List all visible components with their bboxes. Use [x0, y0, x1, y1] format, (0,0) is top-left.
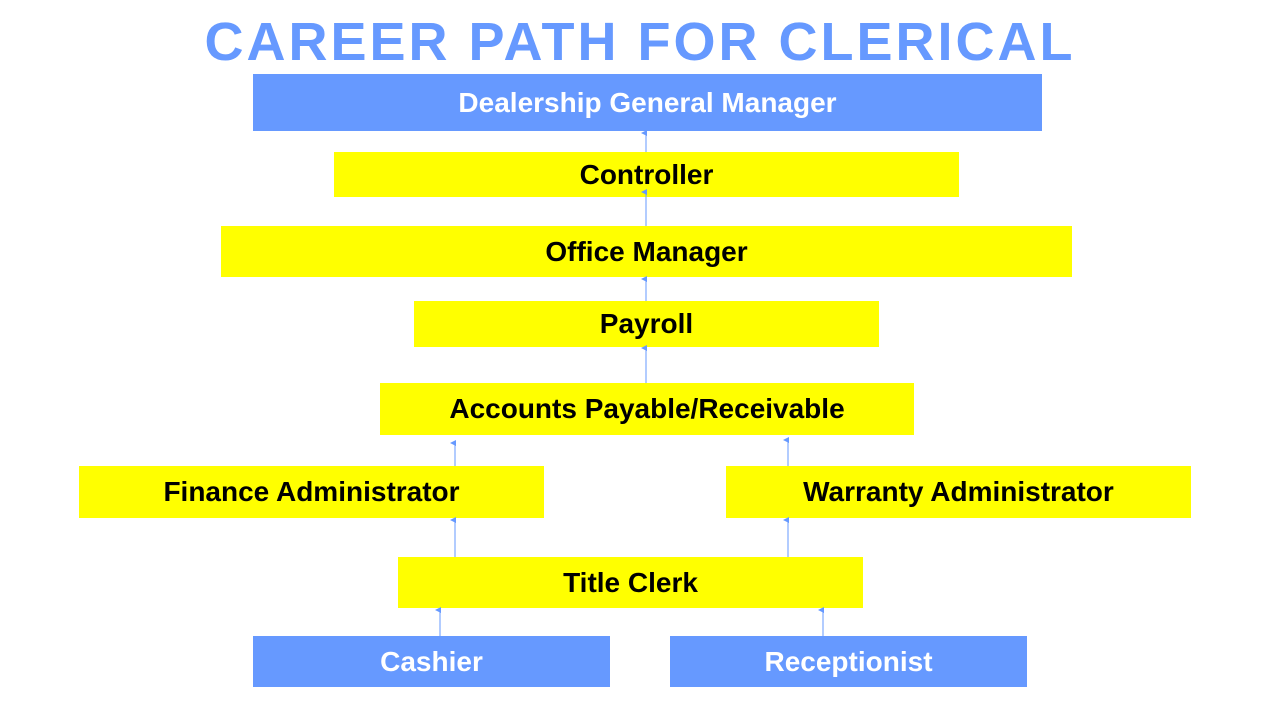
box-cashier: Cashier — [253, 636, 610, 687]
box-title-clerk: Title Clerk — [398, 557, 863, 608]
box-controller: Controller — [334, 152, 959, 197]
box-receptionist: Receptionist — [670, 636, 1027, 687]
box-payroll: Payroll — [414, 301, 879, 347]
box-office-manager: Office Manager — [221, 226, 1072, 277]
box-finance-administrator: Finance Administrator — [79, 466, 544, 518]
box-warranty-administrator: Warranty Administrator — [726, 466, 1191, 518]
diagram-title: CAREER PATH FOR CLERICAL — [204, 12, 1076, 72]
box-dealership-general-manager: Dealership General Manager — [253, 74, 1042, 131]
box-accounts-payable-receivable: Accounts Payable/Receivable — [380, 383, 914, 435]
